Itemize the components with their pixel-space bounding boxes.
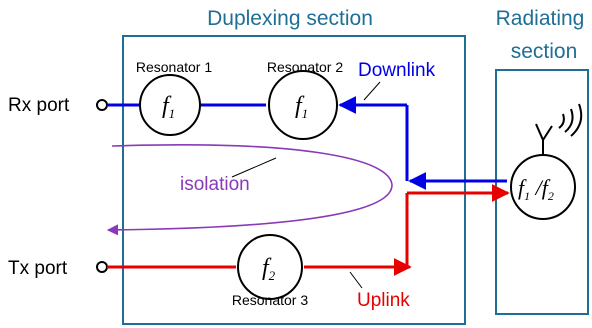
antenna-freq: f1 /f2 — [518, 175, 554, 203]
tx-port-terminal — [96, 261, 108, 273]
uplink-label: Uplink — [357, 290, 410, 311]
resonator-3-label: Resonator 3 — [232, 292, 308, 308]
isolation-curve — [106, 144, 393, 236]
resonator-3-freq: f2 — [262, 255, 276, 283]
duplexing-section-title: Duplexing section — [207, 7, 373, 30]
uplink-pointer — [349, 271, 363, 289]
downlink-label: Downlink — [358, 60, 436, 81]
tx-port-label: Tx port — [8, 258, 68, 279]
resonator-1-freq: f1 — [162, 93, 175, 121]
radiating-section-title-line2: section — [511, 40, 578, 63]
antenna-icon — [535, 103, 583, 155]
resonator-1-label: Resonator 1 — [136, 59, 212, 75]
resonator-2: f1 — [268, 70, 338, 140]
isolation-pointer — [231, 157, 277, 178]
resonator-1: f1 — [139, 74, 201, 136]
antenna-node: f1 /f2 — [510, 154, 576, 220]
isolation-label: isolation — [180, 174, 250, 195]
resonator-2-freq: f1 — [295, 93, 308, 121]
resonator-3: f2 — [237, 234, 303, 300]
radiating-section-title-line1: Radiating — [496, 7, 585, 30]
downlink-pointer — [363, 81, 381, 101]
rx-port-label: Rx port — [8, 95, 70, 116]
resonator-2-label: Resonator 2 — [267, 59, 343, 75]
rx-port-terminal — [96, 99, 108, 111]
